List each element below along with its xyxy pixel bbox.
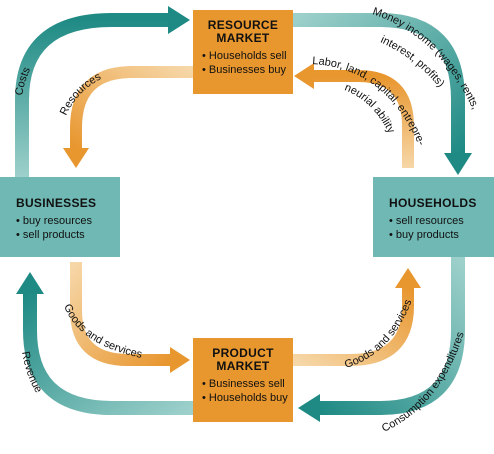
goods-right-arrow [293,268,421,366]
costs-arrow [14,6,190,177]
businesses-box: BUSINESSES • buy resources • sell produc… [0,177,120,257]
consumption-arrow [298,257,465,422]
households-item: • buy products [389,229,459,241]
households-box: HOUSEHOLDS • sell resources • buy produc… [373,177,494,257]
businesses-item: • buy resources [16,215,92,227]
revenue-arrow [16,272,193,415]
money-income-arrow [293,13,472,175]
resource-market-item: • Households sell [202,50,287,62]
households-title: HOUSEHOLDS [389,196,477,210]
resource-market-box: RESOURCE MARKET • Households sell • Busi… [193,10,293,94]
households-item: • sell resources [389,215,464,227]
resources-arrow [63,66,193,168]
product-market-item: • Households buy [202,392,288,404]
labor-arrow [294,63,414,168]
resource-market-title: RESOURCE MARKET [207,18,279,45]
businesses-item: • sell products [16,229,85,241]
resource-market-item: • Businesses buy [202,64,286,76]
businesses-title: BUSINESSES [16,196,97,210]
product-market-title: PRODUCT MARKET [212,346,274,373]
goods-left-arrow [70,262,190,373]
product-market-box: PRODUCT MARKET • Businesses sell • House… [193,338,293,422]
product-market-item: • Businesses sell [202,378,285,390]
